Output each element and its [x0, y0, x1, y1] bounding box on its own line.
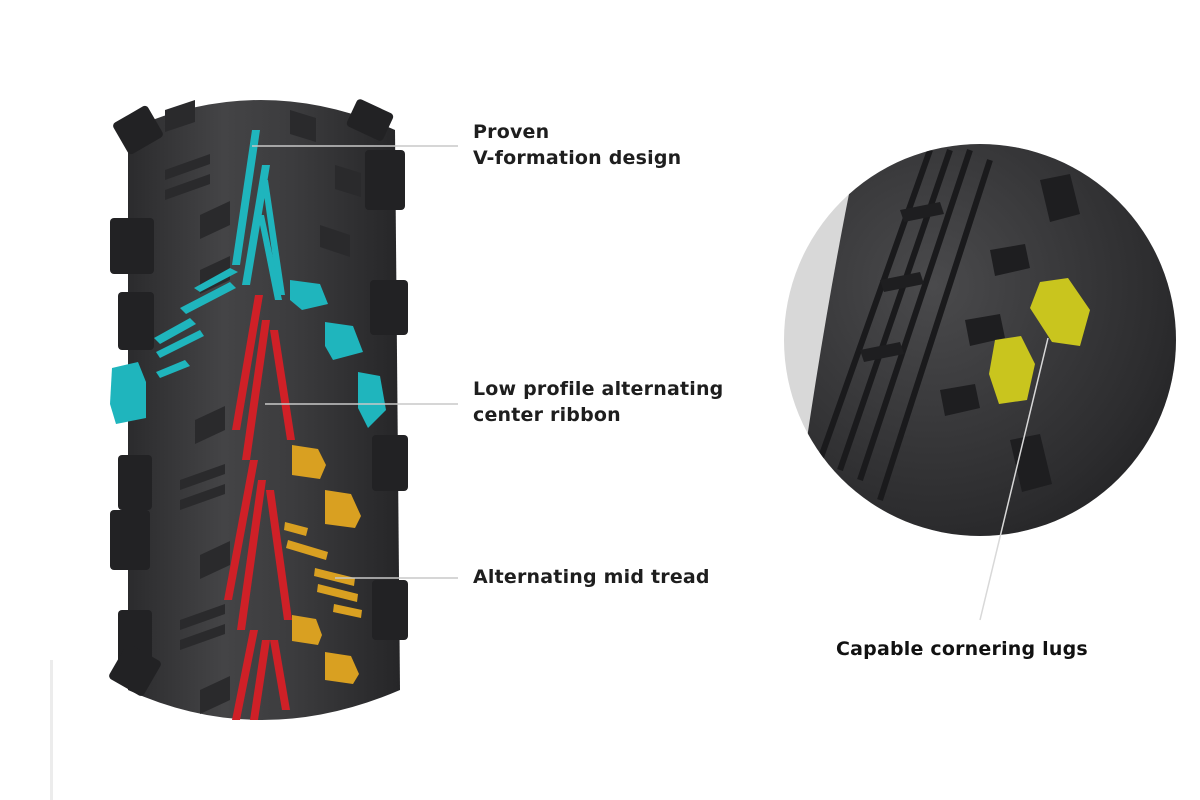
- cornering-detail-circle: [784, 144, 1176, 621]
- callout-mid-tread: Alternating mid tread: [473, 564, 710, 590]
- cyan-lug: [290, 280, 328, 310]
- callout-center-ribbon: Low profile alternating center ribbon: [473, 376, 724, 428]
- mid-tread-highlight: [284, 445, 362, 684]
- cornering-lugs-highlight: [989, 278, 1090, 404]
- detail-knobs: [860, 174, 1080, 492]
- side-tread-lines: [817, 148, 993, 501]
- callout-cornering-lugs-line1: Capable cornering lugs: [836, 638, 1088, 660]
- cyan-lug: [358, 372, 386, 428]
- callout-v-formation-line1: Proven: [473, 121, 550, 143]
- inner-knobs: [165, 100, 361, 714]
- callout-mid-tread-line1: Alternating mid tread: [473, 566, 710, 588]
- tire-body: [128, 100, 400, 720]
- leader-line-cornering: [979, 337, 1049, 621]
- tire-front-view: [109, 99, 458, 720]
- orange-lug: [292, 445, 326, 479]
- yellow-lug: [1030, 278, 1090, 346]
- callout-v-formation: Proven V-formation design: [473, 119, 681, 171]
- cyan-lug: [325, 322, 363, 360]
- left-edge-artifact: [50, 660, 53, 800]
- center-ribbon-highlight: [224, 295, 295, 720]
- callout-center-ribbon-line1: Low profile alternating: [473, 378, 724, 400]
- callout-v-formation-line2: V-formation design: [473, 147, 682, 169]
- callout-cornering-lugs: Capable cornering lugs: [836, 636, 1088, 662]
- callout-center-ribbon-line2: center ribbon: [473, 404, 621, 426]
- orange-lug: [292, 615, 322, 645]
- cyan-lug: [110, 362, 146, 424]
- orange-lug: [325, 652, 359, 684]
- yellow-lug: [989, 336, 1035, 404]
- side-knobs-right: [346, 99, 408, 640]
- v-formation-highlight: [110, 130, 386, 428]
- orange-lug: [325, 490, 361, 528]
- leader-lines-left: [252, 145, 458, 579]
- side-knobs-left: [109, 105, 163, 696]
